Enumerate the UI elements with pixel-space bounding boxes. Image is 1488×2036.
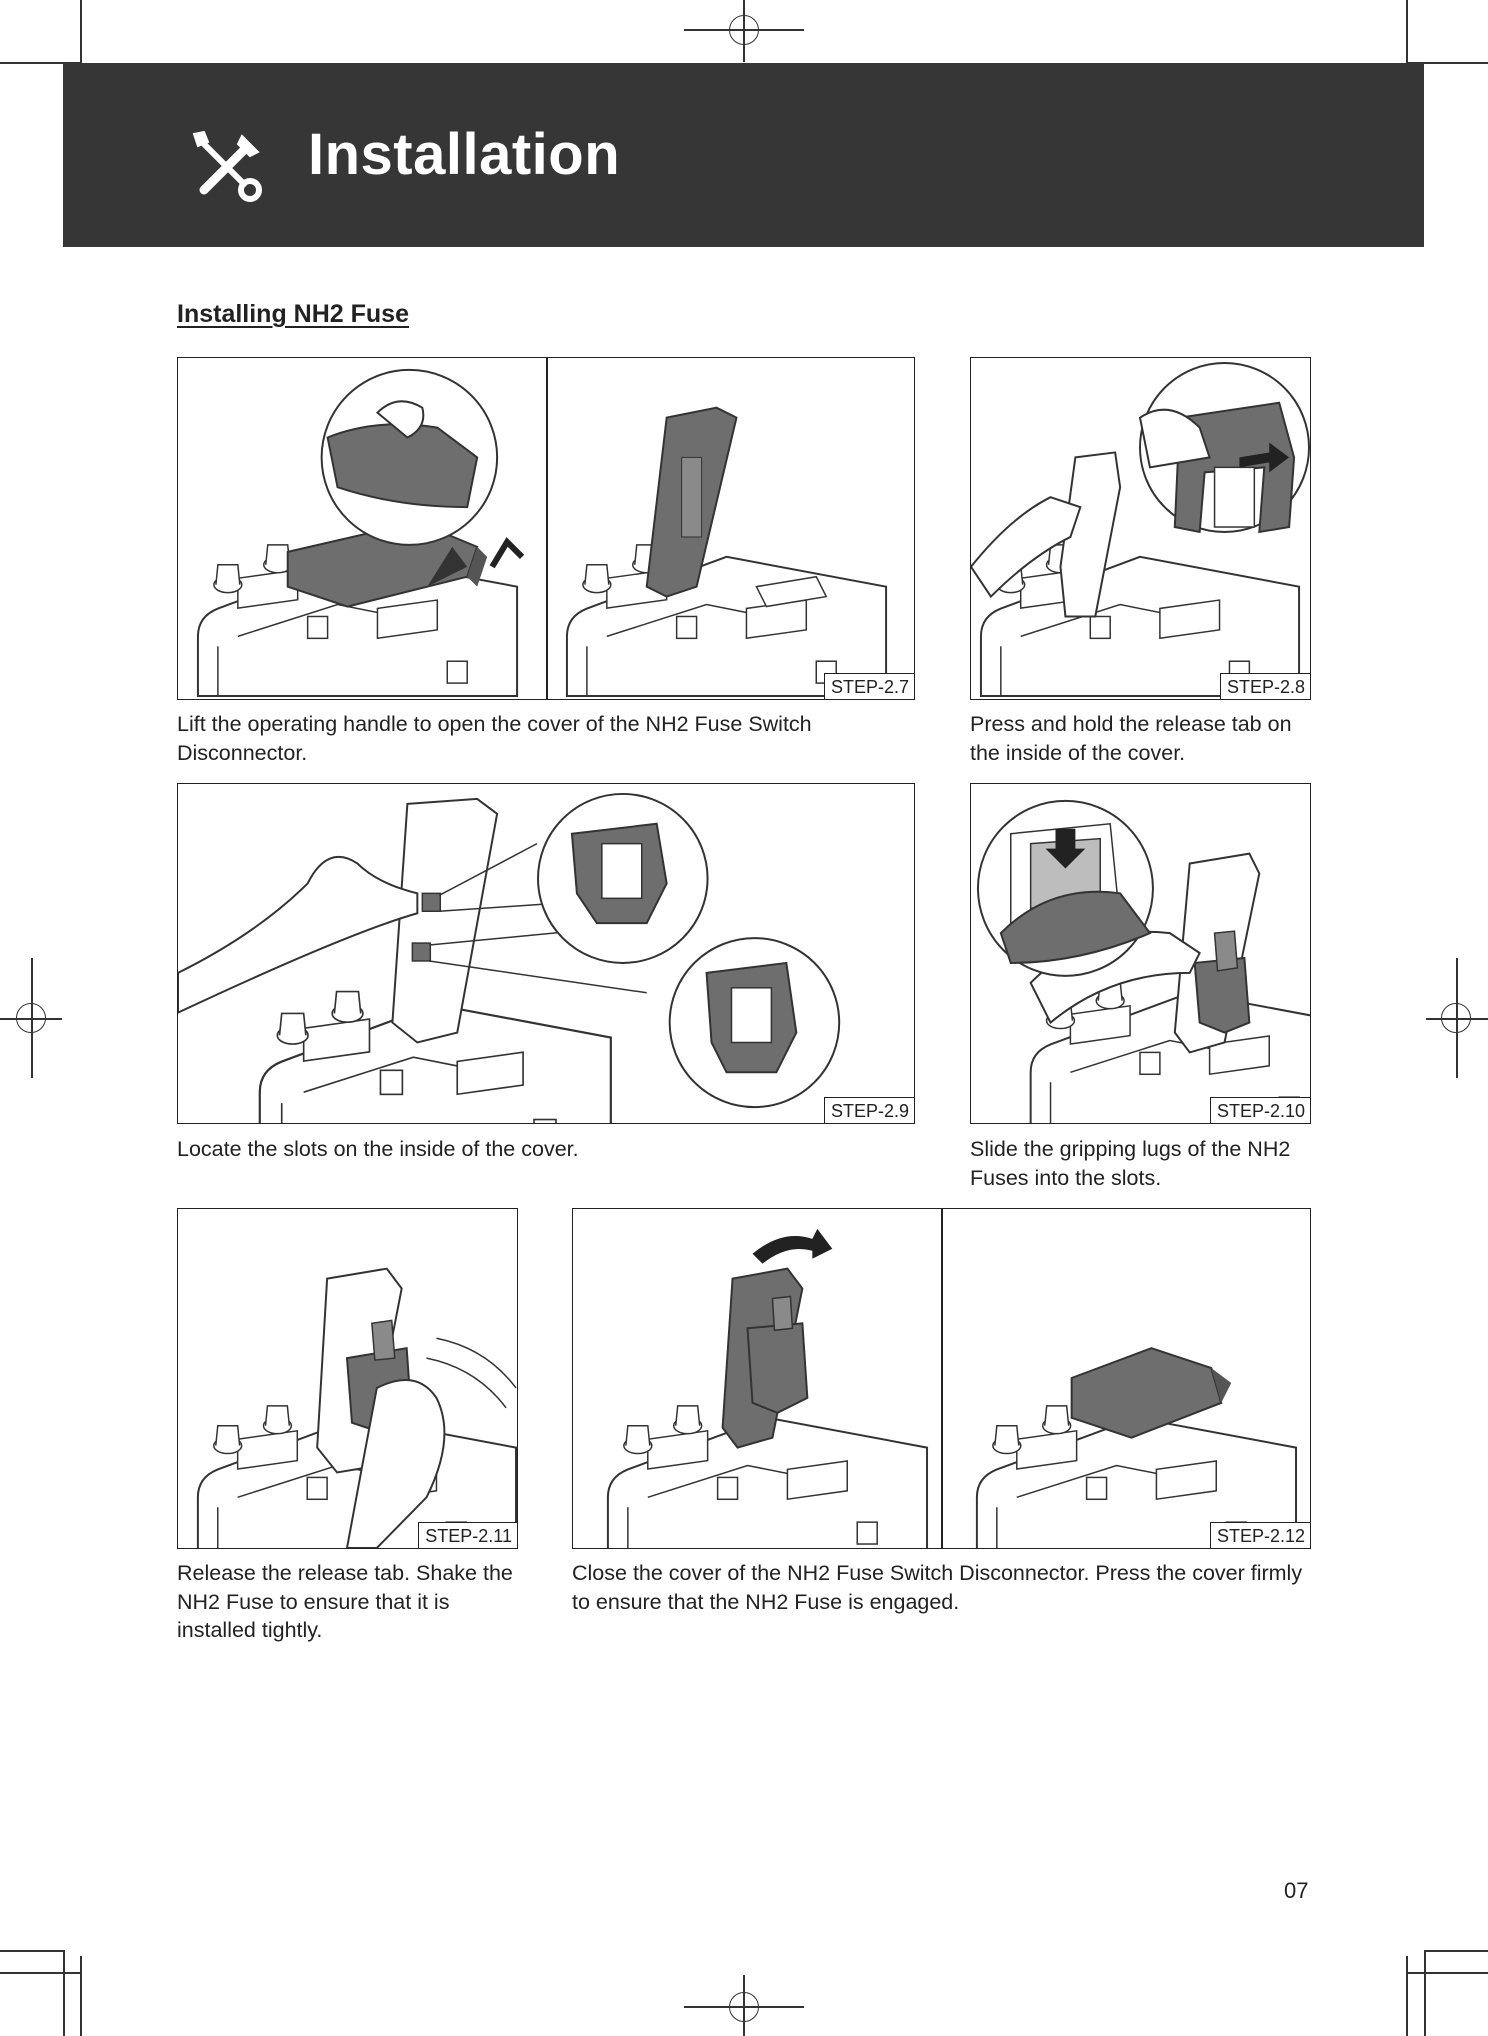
step-label: STEP-2.10 — [1209, 1097, 1310, 1123]
step-2-7-panel: STEP-2.7 — [177, 357, 915, 700]
step-2-7-illustration — [196, 368, 888, 698]
step-2-10-panel: STEP-2.10 — [970, 783, 1311, 1124]
step-2-8-caption: Press and hold the release tab on the in… — [970, 712, 1292, 765]
header-band — [63, 63, 1424, 247]
page-title: Installation — [308, 122, 621, 187]
step-label: STEP-2.7 — [823, 673, 914, 699]
step-2-12-caption: Close the cover of the NH2 Fuse Switch D… — [572, 1561, 1303, 1614]
step-2-10-caption: Slide the gripping lugs of the NH2 Fuses… — [970, 1137, 1291, 1190]
step-2-11-illustration — [196, 1267, 517, 1548]
step-label: STEP-2.12 — [1209, 1522, 1310, 1548]
section-title: Installing NH2 Fuse — [177, 300, 409, 328]
step-2-9-caption: Locate the slots on the inside of the co… — [177, 1137, 579, 1161]
step-2-8-illustration — [971, 361, 1310, 698]
step-2-11-panel: STEP-2.11 — [177, 1208, 518, 1549]
step-2-11-caption: Release the release tab. Shake the NH2 F… — [177, 1561, 513, 1642]
step-2-9-panel: STEP-2.9 — [177, 783, 915, 1124]
step-2-8-panel: STEP-2.8 — [970, 357, 1311, 700]
step-label: STEP-2.9 — [823, 1097, 914, 1123]
page-number: 07 — [1284, 1878, 1309, 1903]
step-label: STEP-2.11 — [418, 1522, 517, 1548]
step-label: STEP-2.8 — [1219, 673, 1310, 699]
tools-icon — [192, 130, 262, 202]
step-2-7-caption: Lift the operating handle to open the co… — [177, 712, 812, 765]
step-2-9-illustration — [178, 792, 841, 1123]
step-2-12-illustration — [606, 1228, 1298, 1548]
step-2-12-panel: STEP-2.12 — [572, 1208, 1311, 1549]
step-2-10-illustration — [976, 799, 1310, 1123]
